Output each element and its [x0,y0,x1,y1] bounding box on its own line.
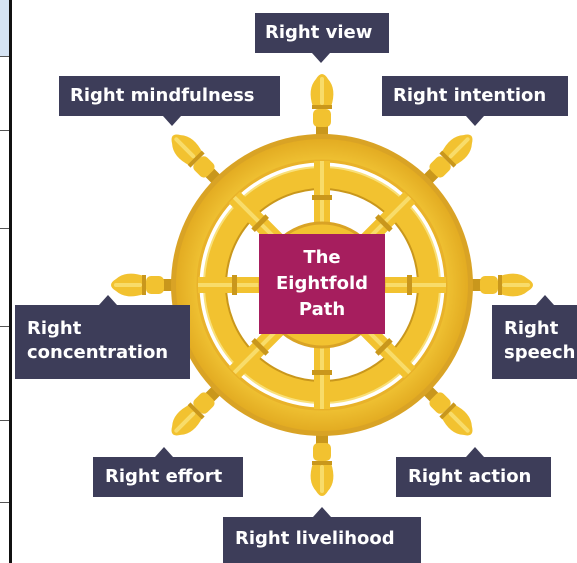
center-line-1: The [303,247,341,268]
wheel-spokes [111,74,533,496]
wheel-inner-spokes [198,161,446,409]
wheel-spoke-down-right [358,321,416,379]
label-right-view: Right view [255,13,389,63]
label-right-action: Right action [396,447,551,497]
label-right-speech: Right speech [492,295,577,379]
center-box-eightfold-path: The Eightfold Path [259,234,385,334]
wheel-handle-up-left [171,134,227,190]
label-right-mindfulness: Right mindfulness [59,76,280,126]
center-line-3: Path [298,299,346,320]
label-right-effort: Right effort [93,447,243,497]
wheel-handle-up-right [417,134,473,190]
label-right-intention: Right intention [382,76,568,126]
label-right-livelihood: Right livelihood [223,507,421,563]
wheel-spoke-down-left [228,321,286,379]
wheel-spoke-up [312,161,332,225]
wheel-spoke-right [382,275,446,295]
label-right-concentration: Right concentration [15,295,190,379]
wheel-spoke-left [198,275,262,295]
left-frame-border [0,0,12,563]
wheel-spoke-down [312,345,332,409]
center-line-2: Eightfold [275,273,369,294]
